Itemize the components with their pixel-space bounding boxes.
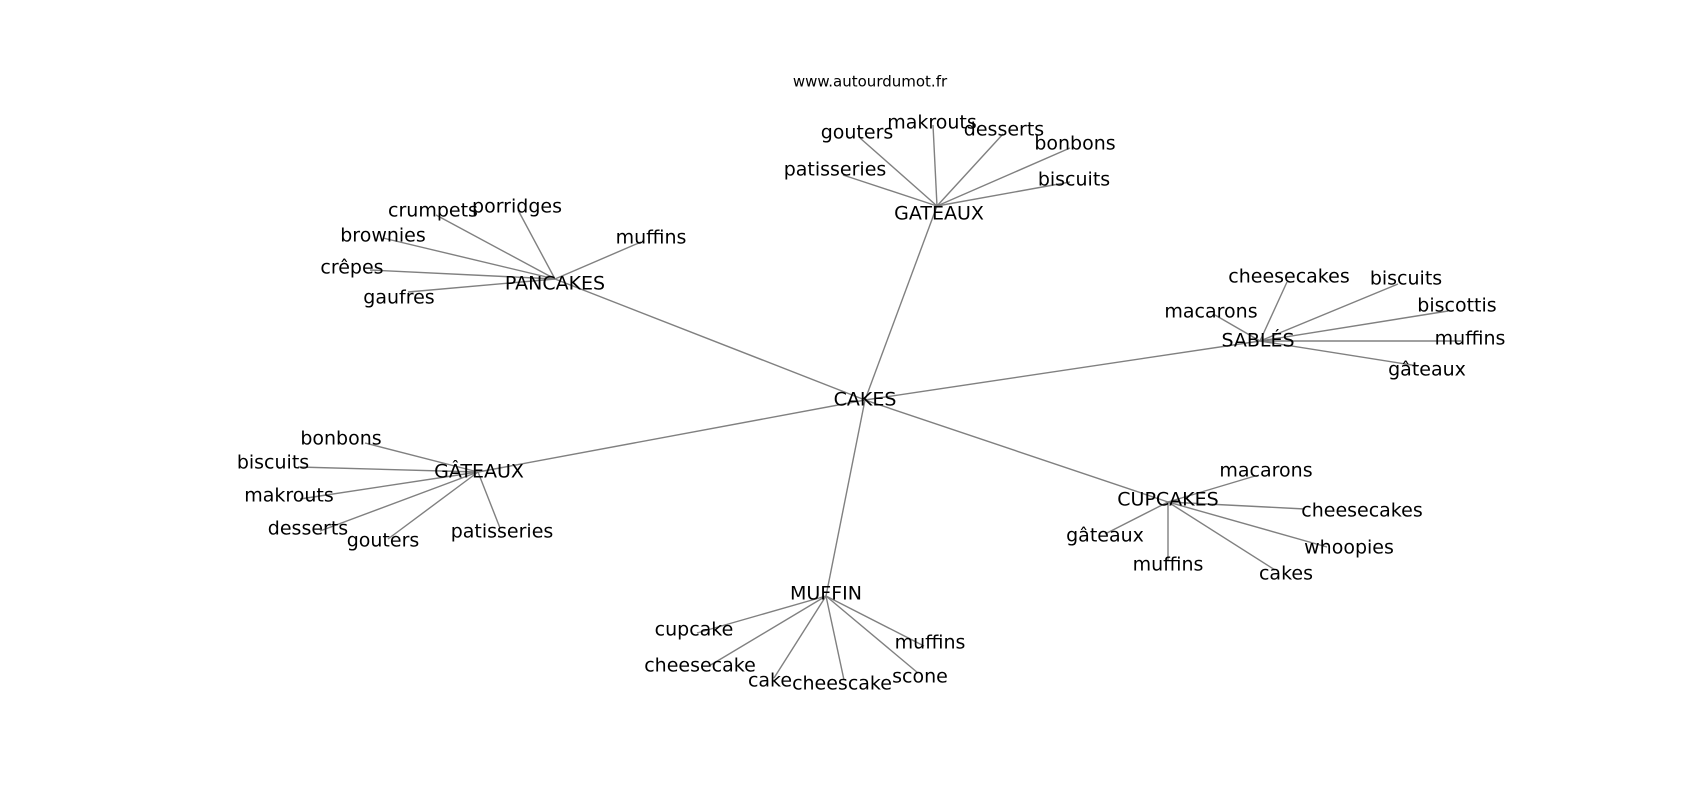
edge-cupcakes-leaf (1167, 475, 1256, 503)
node-leaf: gouters (821, 122, 894, 144)
edge-sables-leaf (1259, 310, 1449, 342)
edge-sables-leaf (1259, 340, 1419, 367)
node-leaf: porridges (472, 196, 562, 218)
edge-muffin-leaf (708, 595, 827, 667)
edge-gateaux-left-leaf (319, 471, 479, 532)
node-leaf: whoopies (1304, 537, 1394, 559)
node-leaf: crumpets (388, 200, 478, 222)
node-leaf: biscuits (237, 452, 309, 474)
edge-gateaux-top-leaf (936, 147, 1071, 207)
node-leaf: bonbons (300, 428, 381, 450)
edge-gateaux-left-leaf (364, 442, 479, 473)
node-leaf: desserts (964, 119, 1044, 141)
node-hub-sables: SABLÉS (1221, 329, 1294, 352)
edge-gateaux-top-leaf (936, 133, 1004, 207)
edge-pancakes-leaf (382, 237, 556, 280)
edge-cupcakes-leaf (1167, 501, 1306, 510)
edge-muffin-leaf (825, 595, 925, 647)
edge-gateaux-top-leaf (859, 137, 938, 207)
edge-root-pancakes (554, 278, 866, 401)
node-leaf: cakes (1259, 563, 1313, 585)
edge-muffin-leaf (825, 595, 845, 681)
edge-sables-leaf (1259, 281, 1288, 342)
node-hub-muffin: MUFFIN (790, 583, 862, 605)
node-leaf: patisseries (784, 159, 887, 181)
node-leaf: muffins (1133, 554, 1204, 576)
node-leaf: macarons (1164, 301, 1257, 323)
source-label: www.autourdumot.fr (793, 73, 948, 91)
node-leaf: cake (748, 670, 792, 692)
edge-cupcakes-leaf (1167, 501, 1328, 548)
node-leaf: gaufres (363, 287, 434, 309)
edge-root-sables (864, 340, 1261, 401)
edge-root-muffin (825, 399, 866, 597)
node-leaf: muffins (616, 227, 687, 249)
edge-cupcakes-leaf (1167, 501, 1276, 571)
node-hub-pancakes: PANCAKES (505, 273, 605, 295)
node-leaf: biscuits (1370, 268, 1442, 290)
node-leaf: gouters (347, 530, 420, 552)
edge-pancakes-leaf (407, 278, 556, 293)
node-leaf: makrouts (887, 112, 977, 134)
node-leaf: brownies (340, 225, 426, 247)
node-leaf: bonbons (1034, 133, 1115, 155)
node-leaf: macarons (1219, 460, 1312, 482)
edge-gateaux-top-leaf (842, 174, 938, 207)
node-leaf: crêpes (320, 257, 383, 279)
node-leaf: desserts (268, 518, 348, 540)
edge-gateaux-left-leaf (477, 471, 501, 529)
node-leaf: biscottis (1417, 295, 1496, 317)
graph-edges (297, 124, 1461, 681)
graph-nodes: CAKESGATEAUXpatisseriesgoutersmakroutsde… (237, 112, 1506, 695)
node-leaf: cheesecakes (1301, 500, 1422, 522)
node-hub-cupcakes: CUPCAKES (1117, 489, 1218, 511)
node-leaf: cupcake (655, 619, 734, 641)
edge-gateaux-left-leaf (387, 471, 479, 540)
node-root: CAKES (834, 389, 897, 411)
node-leaf: muffins (895, 632, 966, 654)
edge-pancakes-leaf (517, 209, 556, 280)
edge-muffin-leaf (825, 595, 919, 674)
edge-gateaux-left-leaf (299, 471, 479, 500)
edge-pancakes-leaf (435, 214, 556, 280)
node-leaf: cheesecakes (1228, 266, 1349, 288)
node-leaf: biscuits (1038, 169, 1110, 191)
edge-pancakes-leaf (554, 241, 642, 280)
node-hub-gateaux-left: GÂTEAUX (434, 460, 524, 483)
node-leaf: patisseries (451, 521, 554, 543)
node-leaf: cheesecake (644, 655, 756, 677)
edge-cupcakes-leaf (1104, 501, 1169, 535)
edge-gateaux-left-leaf (297, 466, 479, 473)
edge-muffin-leaf (773, 595, 827, 679)
node-leaf: gâteaux (1066, 525, 1144, 547)
edge-root-gateaux-top (864, 205, 938, 401)
node-leaf: scone (892, 666, 948, 688)
edge-muffin-leaf (696, 595, 827, 634)
edge-sables-leaf (1214, 314, 1261, 342)
node-leaf: cheescake (792, 673, 892, 695)
node-leaf: makrouts (244, 485, 334, 507)
edge-gateaux-top-leaf (932, 124, 938, 207)
node-leaf: gâteaux (1388, 359, 1466, 381)
edge-gateaux-top-leaf (936, 181, 1071, 207)
edge-pancakes-leaf (369, 269, 556, 280)
node-hub-gateaux-top: GATEAUX (894, 203, 984, 225)
edge-sables-leaf (1259, 283, 1399, 342)
edge-root-gateaux-left (477, 399, 866, 473)
edge-root-cupcakes (864, 399, 1169, 503)
node-leaf: muffins (1435, 328, 1506, 350)
